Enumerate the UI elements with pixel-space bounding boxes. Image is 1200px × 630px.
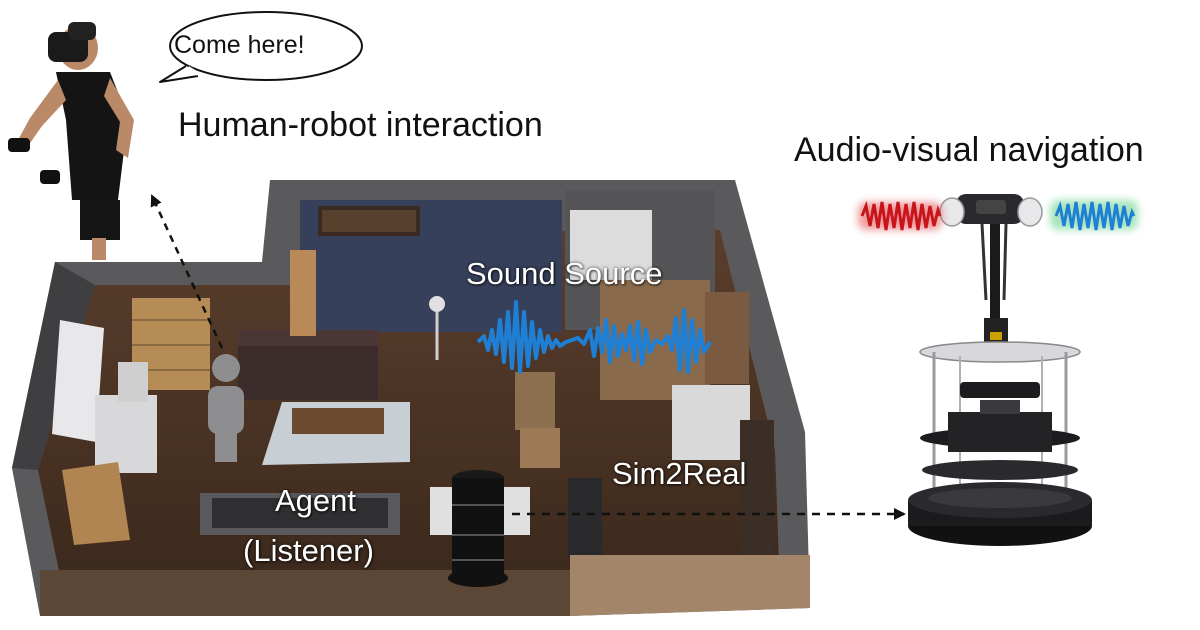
real-robot-icon bbox=[908, 194, 1092, 546]
label-agent: Agent bbox=[275, 483, 357, 518]
vr-controller-icon bbox=[8, 138, 30, 152]
refrigerator bbox=[570, 210, 652, 280]
speech-bubble bbox=[159, 11, 363, 83]
coffee-table bbox=[292, 408, 384, 434]
cabinet bbox=[62, 462, 130, 545]
arrow-to-human bbox=[150, 194, 224, 349]
desk bbox=[95, 395, 157, 473]
label-human-robot-interaction: Human-robot interaction bbox=[178, 106, 543, 144]
right-audio-signal bbox=[1050, 200, 1138, 231]
whiteboard bbox=[52, 320, 104, 442]
dishwasher bbox=[672, 385, 750, 460]
sofa bbox=[238, 340, 378, 400]
agent-robot-icon bbox=[448, 470, 508, 587]
left-wall bbox=[12, 262, 95, 470]
label-sound-source: Sound Source bbox=[466, 256, 663, 291]
human-avatar-icon bbox=[208, 354, 244, 462]
label-agent-listener: (Listener) bbox=[243, 533, 374, 568]
sound-waveform bbox=[476, 300, 712, 374]
apartment-scene bbox=[12, 180, 810, 616]
speech-bubble-text: Come here! bbox=[174, 31, 305, 59]
label-sim2real: Sim2Real bbox=[612, 456, 747, 491]
lamp bbox=[429, 296, 445, 312]
left-audio-signal bbox=[858, 200, 942, 231]
vr-user-person bbox=[8, 22, 134, 260]
label-audio-visual-navigation: Audio-visual navigation bbox=[794, 131, 1144, 169]
